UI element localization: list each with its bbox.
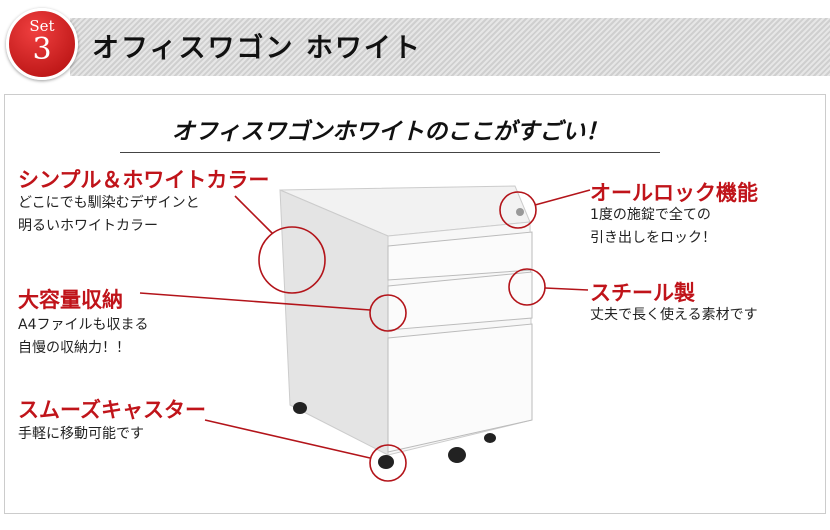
desc-line: 明るいホワイトカラー [18, 218, 158, 234]
title-band [70, 18, 830, 76]
feature-desc-steel: 丈夫で長く使える素材です [590, 304, 758, 327]
cabinet-image [279, 185, 533, 469]
product-title: オフィスワゴン ホワイト [92, 33, 422, 64]
feature-title-white: シンプル＆ホワイトカラー [18, 168, 270, 192]
set-badge: Set 3 [6, 8, 78, 80]
feature-desc-white: どこにでも馴染むデザインと明るいホワイトカラー [18, 192, 200, 238]
badge-set-label: Set [29, 17, 55, 35]
feature-desc-lock: 1度の施錠で全ての引き出しをロック！ [590, 204, 716, 250]
feature-desc-caster: 手軽に移動可能です [18, 423, 144, 446]
desc-line: 引き出しをロック！ [590, 230, 716, 246]
desc-line: どこにでも馴染むデザインと [18, 195, 200, 211]
feature-title-caster: スムーズキャスター [18, 398, 206, 422]
callout-lines [139, 189, 591, 482]
badge-number: 3 [32, 32, 52, 67]
desc-line: 手軽に移動可能です [18, 426, 144, 442]
desc-line: A4ファイルも収まる [18, 317, 149, 333]
feature-title-capacity: 大容量収納 [18, 288, 123, 312]
feature-desc-capacity: A4ファイルも収まる自慢の収納力！！ [18, 314, 148, 360]
feature-title-lock: オールロック機能 [590, 181, 758, 205]
feature-heading: オフィスワゴンホワイトのここがすごい！ [120, 112, 660, 153]
desc-line: 自慢の収納力！！ [18, 340, 130, 356]
desc-line: 1度の施錠で全ての [590, 207, 711, 223]
desc-line: 丈夫で長く使える素材です [590, 307, 758, 323]
feature-title-steel: スチール製 [590, 281, 695, 305]
